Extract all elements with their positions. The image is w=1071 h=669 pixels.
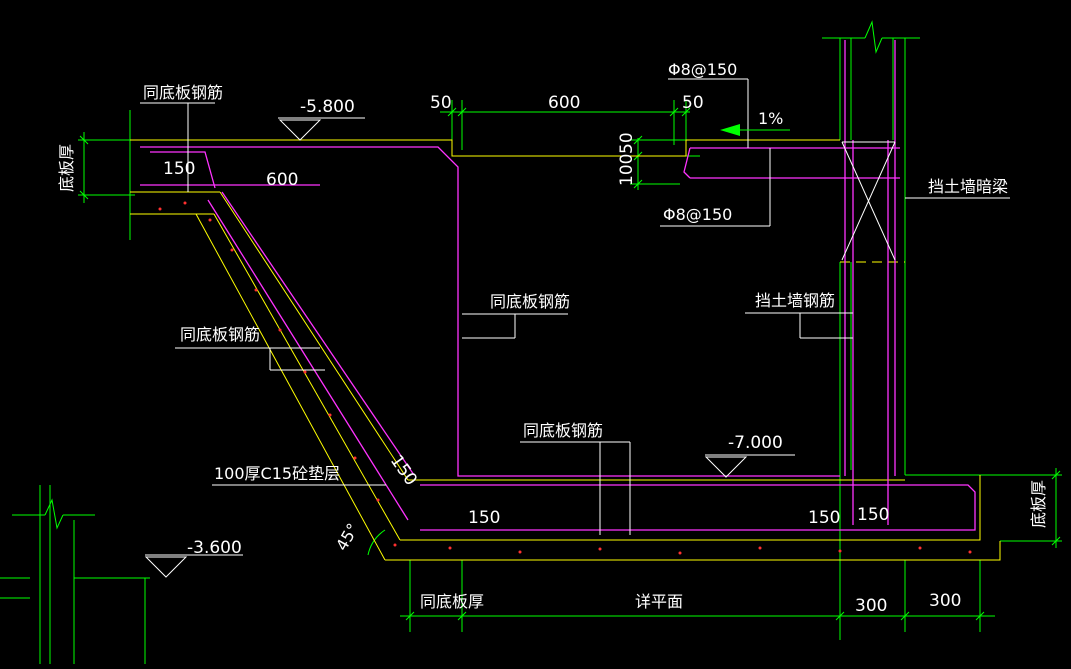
label-tong-dibang-hou: 同底板厚 [420, 592, 484, 611]
label-dianceng: 100厚C15砼垫层 [214, 464, 340, 483]
label-rebar-top: Φ8@150 [668, 60, 737, 79]
dim-600-top: 600 [548, 93, 580, 113]
dimension-lines [0, 20, 1062, 664]
concrete-hatching [158, 201, 972, 555]
reinforcement-bars [140, 40, 976, 531]
dim-150-bottom-right-2: 150 [857, 505, 889, 525]
label-tong-dibang-gangjin-top: 同底板钢筋 [143, 83, 223, 102]
label-angle: 45° [332, 520, 363, 554]
dim-600-left: 600 [266, 170, 298, 190]
label-dangtu-qiang-gangjin: 挡土墙钢筋 [755, 291, 835, 310]
dim-300-b: 300 [929, 591, 961, 611]
dim-50-left: 50 [430, 93, 452, 113]
dim-50-vert: 50 [617, 132, 637, 154]
elevation-top: -5.800 [300, 97, 355, 117]
label-dibang-hou-left: 底板厚 [57, 144, 76, 192]
label-xiang-pingmian: 详平面 [635, 592, 683, 611]
dim-150-bottom-right-1: 150 [808, 508, 840, 528]
dim-100: 100 [617, 154, 637, 186]
label-rebar-bottom: Φ8@150 [663, 205, 732, 224]
label-slope: 1% [758, 109, 783, 128]
annotations: 同底板钢筋 同底板钢筋 同底板钢筋 同底板钢筋 挡土墙钢筋 挡土墙暗梁 100厚… [57, 60, 1048, 616]
leader-lines [140, 78, 1010, 578]
label-dangtu-qiang-anliang: 挡土墙暗梁 [928, 177, 1008, 196]
label-dibang-hou-right: 底板厚 [1029, 480, 1048, 528]
dim-50-right: 50 [682, 93, 704, 113]
dim-150-top: 150 [163, 159, 195, 179]
elevation-bottom: -7.000 [728, 433, 783, 453]
concrete-outline [130, 139, 1001, 561]
elevation-left: -3.600 [187, 538, 242, 558]
label-tong-dibang-gangjin-bottom: 同底板钢筋 [523, 421, 603, 440]
label-tong-dibang-gangjin-mid: 同底板钢筋 [490, 292, 570, 311]
label-tong-dibang-gangjin-slope: 同底板钢筋 [180, 325, 260, 344]
dim-300-a: 300 [855, 596, 887, 616]
dim-150-slope: 150 [386, 451, 421, 489]
dim-150-bottom-left: 150 [468, 508, 500, 528]
